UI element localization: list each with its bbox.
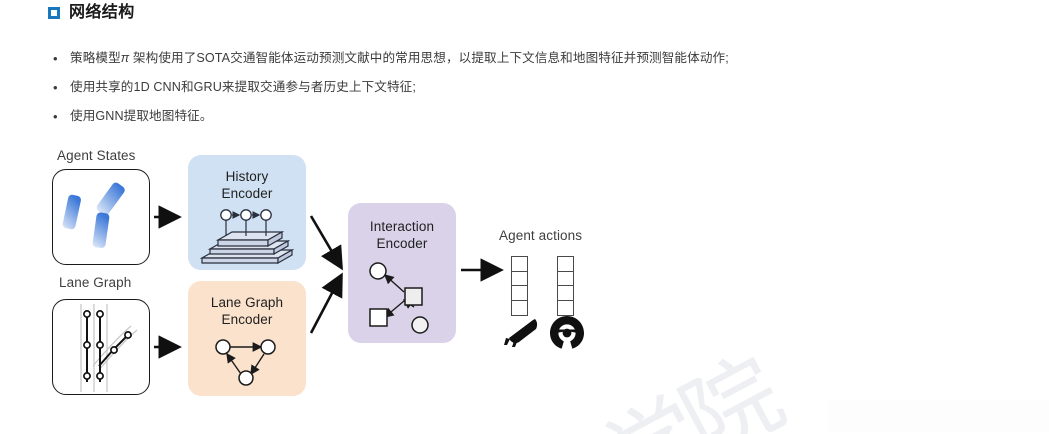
vector-cell xyxy=(557,299,574,316)
bullet-text-after: 架构使用了SOTA交通智能体运动预测文献中的常用思想，以提取上下文信息和地图特征… xyxy=(129,51,729,65)
bullet-text: 使用共享的1D CNN和GRU来提取交通参与者历史上下文特征; xyxy=(70,80,416,94)
bullet-marker: • xyxy=(53,80,58,95)
vector-cell xyxy=(511,270,528,287)
bullet-text-symbol: π xyxy=(120,51,130,65)
history-encoder-title: History Encoder xyxy=(221,169,273,201)
bullet-text: 策略模型π 架构使用了SOTA交通智能体运动预测文献中的常用思想，以提取上下文信… xyxy=(70,49,729,68)
cnn-gru-stack-icon xyxy=(188,202,306,270)
agent-trajectories-icon xyxy=(62,182,125,248)
watermark-text: 深蓝学院 xyxy=(420,321,796,434)
action-vector-1 xyxy=(511,256,528,316)
gas-pedal-icon xyxy=(503,318,543,353)
page-title-text: 网络结构 xyxy=(69,4,135,21)
lane-graph-thumbnail xyxy=(52,299,150,395)
action-vector-2 xyxy=(557,256,574,316)
gnn-triangle-icon xyxy=(188,328,306,396)
lane-graph-icon xyxy=(80,304,138,392)
agent-states-thumbnail xyxy=(52,169,150,265)
vector-cell xyxy=(557,285,574,302)
bullet-marker: • xyxy=(53,51,58,66)
lane-graph-encoder-box: Lane Graph Encoder xyxy=(188,281,306,396)
interaction-encoder-box: Interaction Encoder xyxy=(348,203,456,343)
list-item: • 使用GNN提取地图特征。 xyxy=(52,107,1012,127)
interaction-graph-icon xyxy=(348,252,456,343)
bullet-text: 使用GNN提取地图特征。 xyxy=(70,109,213,123)
corner-band xyxy=(828,400,1049,432)
architecture-diagram: 深蓝学院 Agent States Lane Graph Agent actio… xyxy=(0,138,1049,434)
list-item: • 使用共享的1D CNN和GRU来提取交通参与者历史上下文特征; xyxy=(52,78,1012,98)
lane-graph-encoder-title: Lane Graph Encoder xyxy=(210,295,284,327)
vector-cell xyxy=(557,256,574,272)
list-item: • 策略模型π 架构使用了SOTA交通智能体运动预测文献中的常用思想，以提取上下… xyxy=(52,49,1012,69)
interaction-encoder-title: Interaction Encoder xyxy=(369,219,435,251)
bullet-marker: • xyxy=(53,109,58,124)
agent-actions-label: Agent actions xyxy=(499,228,583,243)
page-title: 网络结构 xyxy=(48,3,135,23)
vector-cell xyxy=(557,270,574,287)
lane-graph-label: Lane Graph xyxy=(59,275,132,290)
vector-cell xyxy=(511,256,528,272)
agent-states-label: Agent States xyxy=(57,148,136,163)
bullet-list: • 策略模型π 架构使用了SOTA交通智能体运动预测文献中的常用思想，以提取上下… xyxy=(52,49,1012,136)
arrow-history-to-interaction xyxy=(309,215,343,271)
square-outline-icon xyxy=(48,7,60,19)
arrow-lanegraph-to-interaction xyxy=(309,272,343,334)
history-encoder-box: History Encoder xyxy=(188,155,306,270)
vector-cell xyxy=(511,299,528,316)
bullet-text-before: 策略模型 xyxy=(70,51,121,65)
vector-cell xyxy=(511,285,528,302)
steering-wheel-icon xyxy=(549,315,585,354)
